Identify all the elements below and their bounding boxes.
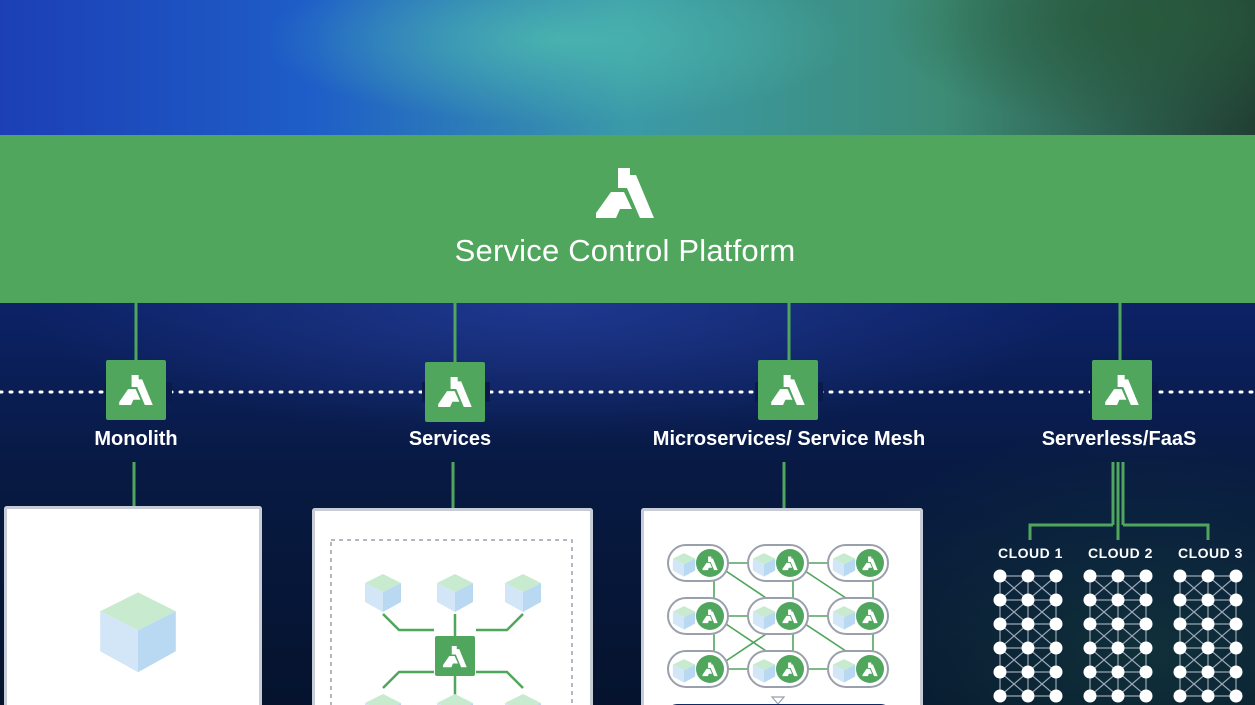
connector-lines xyxy=(132,303,1210,540)
node-label-microservices: Microservices/ Service Mesh xyxy=(652,428,926,450)
cloud-node xyxy=(1201,689,1215,703)
cloud-node xyxy=(1229,689,1243,703)
cloud-mesh-2 xyxy=(1083,569,1153,703)
cloud-node xyxy=(1139,569,1153,583)
gateway-badge-services xyxy=(425,362,485,422)
cloud-node xyxy=(1139,617,1153,631)
gorilla-logo-icon xyxy=(596,168,654,218)
cloud-node xyxy=(993,665,1007,679)
node-label-services: Services xyxy=(408,428,492,450)
cloud-node xyxy=(1139,593,1153,607)
node-label-monolith: Monolith xyxy=(94,428,178,450)
cloud-node xyxy=(1229,617,1243,631)
cloud-node xyxy=(1021,689,1035,703)
cloud-node xyxy=(1049,593,1063,607)
cloud-node xyxy=(1139,665,1153,679)
cloud-node xyxy=(1049,617,1063,631)
cloud-label-1: CLOUD 1 xyxy=(998,545,1063,561)
cloud-node xyxy=(1173,593,1187,607)
cloud-node xyxy=(1021,665,1035,679)
cloud-node xyxy=(1083,569,1097,583)
cloud-label-3: CLOUD 3 xyxy=(1178,545,1243,561)
cloud-node xyxy=(1111,593,1125,607)
cloud-node xyxy=(1111,641,1125,655)
service-mesh-panel xyxy=(641,508,923,705)
gateway-badge-monolith xyxy=(106,360,166,420)
platform-banner xyxy=(0,135,1255,303)
cloud-node xyxy=(1049,569,1063,583)
cloud-node xyxy=(1229,665,1243,679)
cloud-node xyxy=(1111,617,1125,631)
cloud-node xyxy=(1201,569,1215,583)
monolith-panel xyxy=(4,506,262,705)
cloud-node xyxy=(1229,593,1243,607)
cloud-node xyxy=(1083,593,1097,607)
cloud-mesh-3 xyxy=(1173,569,1243,703)
gateway-badge-serverless xyxy=(1092,360,1152,420)
cloud-node xyxy=(1021,641,1035,655)
cloud-label-2: CLOUD 2 xyxy=(1088,545,1153,561)
cloud-node xyxy=(993,689,1007,703)
cloud-node xyxy=(1201,617,1215,631)
cloud-node xyxy=(1021,569,1035,583)
cloud-node xyxy=(993,641,1007,655)
service-mesh-graph xyxy=(641,508,923,705)
gorilla-logo-icon xyxy=(1105,375,1139,405)
cloud-node xyxy=(1111,689,1125,703)
header-gradient xyxy=(0,0,1255,135)
cloud-node xyxy=(1083,617,1097,631)
cloud-node xyxy=(1173,617,1187,631)
cloud-node xyxy=(1173,641,1187,655)
cloud-node xyxy=(993,569,1007,583)
node-label-serverless: Serverless/FaaS xyxy=(1041,428,1197,450)
cloud-node xyxy=(1173,665,1187,679)
cloud-node xyxy=(993,617,1007,631)
services-panel xyxy=(312,508,593,705)
cloud-node xyxy=(1201,641,1215,655)
gorilla-logo-icon xyxy=(771,375,805,405)
gorilla-logo-icon xyxy=(438,377,472,407)
gateway-badge-microservices xyxy=(758,360,818,420)
cloud-node xyxy=(1083,689,1097,703)
cloud-node xyxy=(1201,593,1215,607)
platform-title: Service Control Platform xyxy=(454,233,796,268)
cloud-node xyxy=(1049,689,1063,703)
cloud-node xyxy=(1049,665,1063,679)
cloud-node xyxy=(1139,689,1153,703)
cube-icon xyxy=(100,592,176,673)
cloud-node xyxy=(1173,569,1187,583)
cloud-node xyxy=(1201,665,1215,679)
cloud-node xyxy=(1021,593,1035,607)
cloud-node xyxy=(1111,569,1125,583)
cloud-node xyxy=(1139,641,1153,655)
cloud-node xyxy=(1083,665,1097,679)
cloud-node xyxy=(993,593,1007,607)
cloud-node xyxy=(1229,641,1243,655)
cloud-meshes xyxy=(993,569,1243,703)
cloud-mesh-1 xyxy=(993,569,1063,703)
cloud-node xyxy=(1173,689,1187,703)
cloud-node xyxy=(1111,665,1125,679)
gorilla-logo-icon xyxy=(119,375,153,405)
cloud-node xyxy=(1083,641,1097,655)
cloud-node xyxy=(1229,569,1243,583)
cloud-node xyxy=(1049,641,1063,655)
services-graph xyxy=(330,539,573,705)
cloud-node xyxy=(1021,617,1035,631)
